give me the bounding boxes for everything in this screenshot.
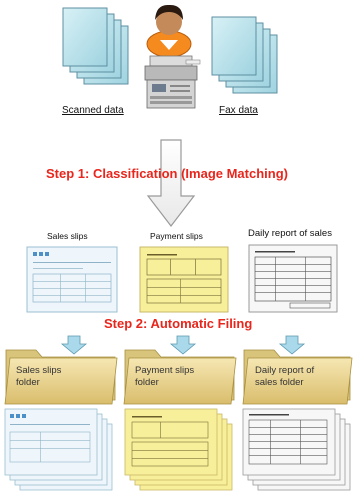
sales-slips-stack-icon bbox=[4, 408, 113, 491]
filing-arrow-1-icon bbox=[60, 335, 88, 355]
fax-data-label: Fax data bbox=[219, 105, 258, 116]
sales-slips-label: Sales slips bbox=[47, 231, 88, 241]
classification-arrow-icon bbox=[146, 139, 196, 227]
filing-arrow-2-icon bbox=[169, 335, 197, 355]
user-person-icon bbox=[146, 4, 192, 58]
daily-report-thumbnail bbox=[248, 244, 338, 313]
daily-report-folder-label: Daily report of sales folder bbox=[255, 365, 315, 388]
payment-slip-thumbnail bbox=[139, 246, 229, 313]
daily-report-stack-icon bbox=[242, 408, 351, 491]
payment-slips-folder-label: Payment slips folder bbox=[135, 365, 195, 388]
step1-title: Step 1: Classification (Image Matching) bbox=[46, 166, 288, 181]
payment-slips-stack-icon bbox=[124, 408, 233, 491]
sales-slips-folder-label: Sales slips folder bbox=[16, 365, 62, 388]
step2-title: Step 2: Automatic Filing bbox=[104, 316, 253, 331]
sales-slip-thumbnail bbox=[26, 246, 118, 313]
multifunction-printer-icon bbox=[144, 55, 201, 109]
sales-slips-folder-icon bbox=[4, 349, 118, 405]
daily-report-folder-icon bbox=[242, 349, 353, 405]
filing-arrow-3-icon bbox=[278, 335, 306, 355]
payment-slips-label: Payment slips bbox=[150, 231, 203, 241]
payment-slips-folder-icon bbox=[123, 349, 237, 405]
scanned-paper-stack-icon bbox=[62, 7, 129, 85]
daily-report-label: Daily report of sales bbox=[248, 228, 332, 239]
fax-paper-stack-icon bbox=[211, 16, 278, 94]
scanned-data-label: Scanned data bbox=[62, 105, 124, 116]
